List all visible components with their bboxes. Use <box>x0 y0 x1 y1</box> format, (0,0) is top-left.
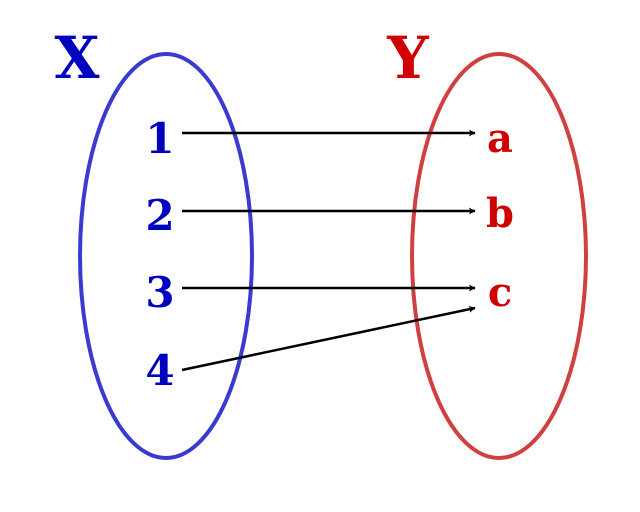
domain-element: 4 <box>145 346 174 395</box>
domain-element: 3 <box>145 268 174 317</box>
codomain-element: c <box>488 269 512 316</box>
domain-element: 2 <box>145 191 174 240</box>
domain-set-ellipse <box>78 52 254 460</box>
mapping-arrow-4-to-c <box>181 305 476 372</box>
domain-label: X <box>54 24 99 92</box>
codomain-set-ellipse <box>410 52 588 460</box>
domain-element: 1 <box>145 114 174 163</box>
codomain-label: Y <box>386 24 429 92</box>
codomain-element: a <box>487 115 513 162</box>
codomain-element: b <box>486 190 514 237</box>
